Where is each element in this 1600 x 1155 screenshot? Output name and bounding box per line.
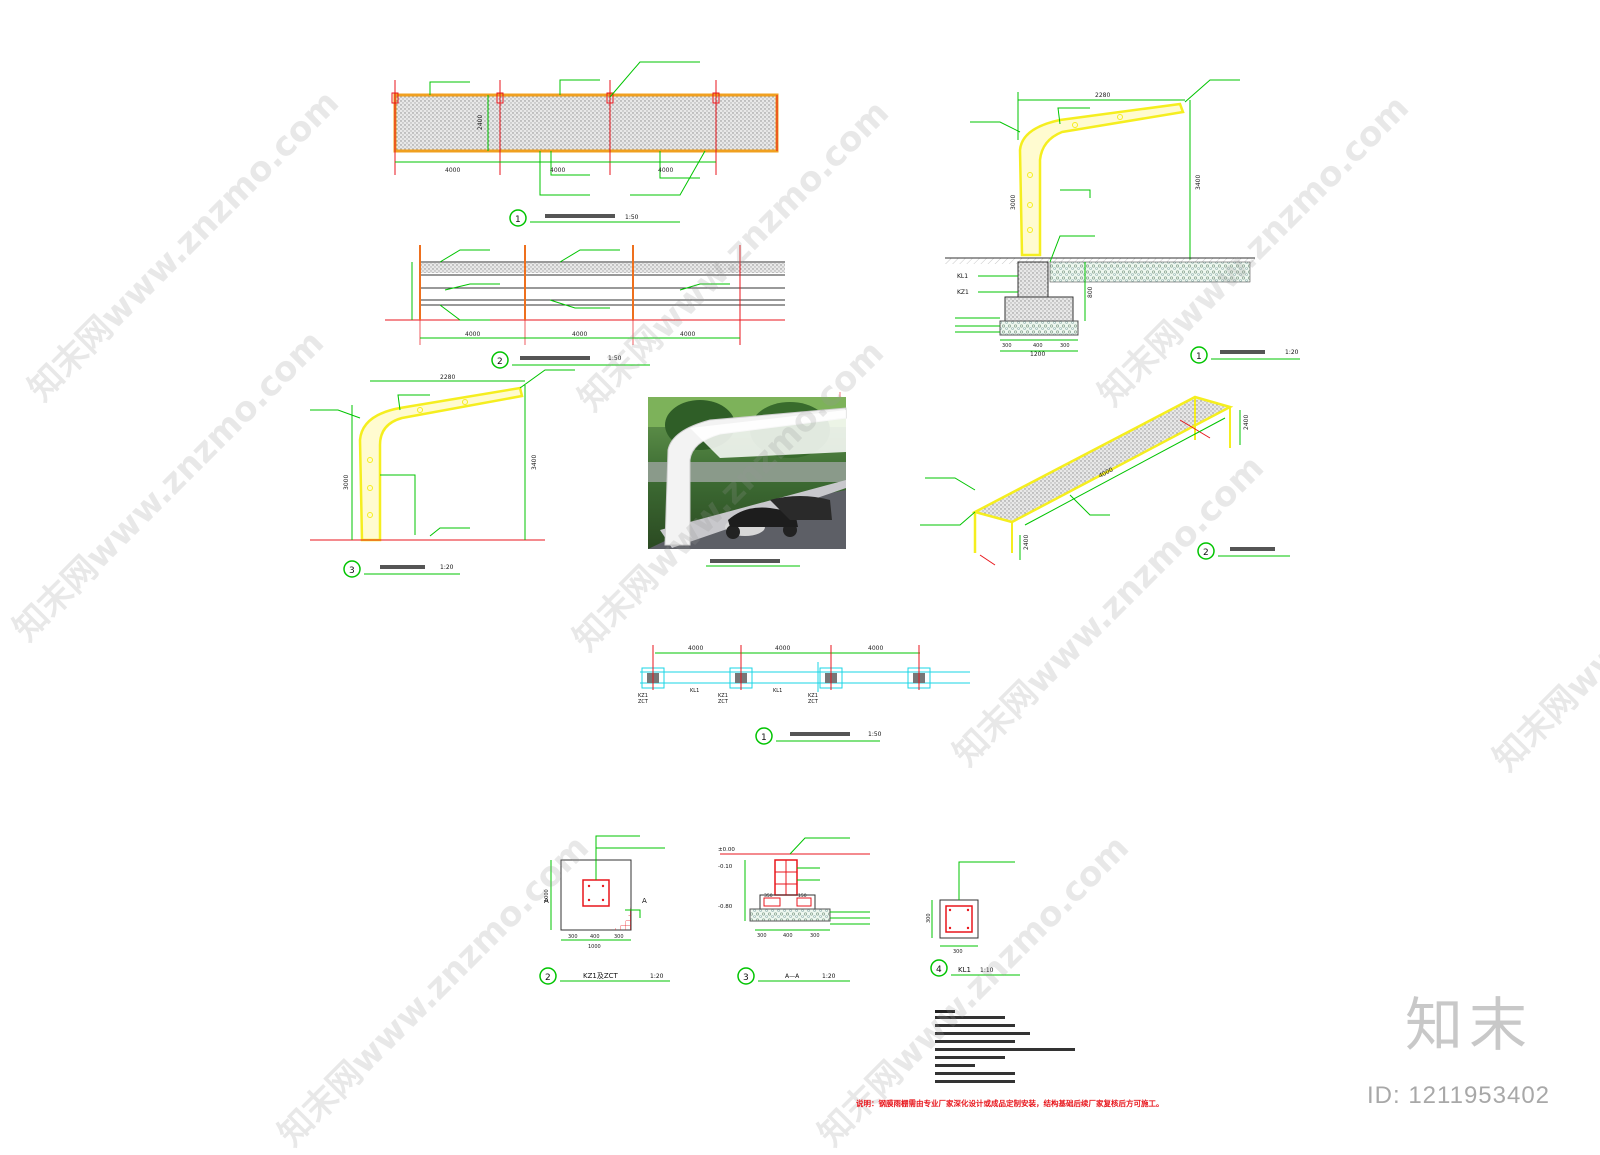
canopy-side-elevation: 2280 3400 3000 3 1:20	[310, 369, 575, 578]
kz-number: 2	[545, 973, 551, 983]
aa-section-detail: ±0.00 -0.10 -0.80 300 400 300 350 150 3 …	[718, 837, 870, 985]
fp-dim-c: 4000	[868, 645, 883, 652]
kl-dim-300h: 300	[953, 949, 963, 955]
fp-zct-c: ZCT	[808, 699, 819, 705]
plan-scale: 1:50	[625, 214, 639, 221]
fp-kz1-b: KZ1	[718, 693, 728, 699]
elev-dim-a: 4000	[465, 331, 480, 338]
aa-scale: 1:20	[822, 973, 836, 980]
canopy-front-elevation: 4000 4000 4000 2 1:50	[385, 245, 785, 369]
side-number: 1	[1196, 352, 1202, 362]
fp-kz1-a: KZ1	[638, 693, 648, 699]
axo-number: 2	[1203, 548, 1209, 558]
aa-level-010: -0.10	[718, 864, 733, 870]
canopy-render-image	[648, 392, 847, 567]
foundation-plan: 4000 4000 4000 KZ1 ZCT KZ1 ZCT KZ1 ZCT K…	[638, 645, 970, 745]
dim-4000-a: 4000	[445, 167, 460, 174]
aa-level-080: -0.80	[718, 904, 733, 910]
aa-title: A—A	[785, 973, 800, 980]
general-notes	[935, 1010, 1075, 1083]
found-dim-400: 400	[1033, 343, 1043, 349]
fp-zct-a: ZCT	[638, 699, 649, 705]
fp-kl1-b: KL1	[773, 688, 782, 694]
elev-dim-c: 4000	[680, 331, 695, 338]
aa-dim-400: 400	[783, 933, 793, 939]
asset-id: ID: 1211953402	[1367, 1082, 1551, 1109]
dim-4000-b: 4000	[550, 167, 565, 174]
kz-title: KZ1及ZCT	[583, 972, 619, 980]
kz-section-a-right: A	[642, 897, 647, 905]
footer-note: 说明：钢膜雨棚需由专业厂家深化设计或成品定制安装，结构基础后续厂家复核后方可施工…	[856, 1099, 1164, 1108]
aa-dim-150: 150	[798, 893, 807, 899]
plan-number: 1	[515, 215, 521, 225]
kl1-beam-detail: 300 300 4 KL1 1:10	[926, 861, 1020, 977]
kl-title: KL1	[958, 966, 971, 974]
fp-dim-a: 4000	[688, 645, 703, 652]
side-dim-3400: 3400	[1195, 175, 1202, 190]
found-dim-300b: 300	[1060, 343, 1070, 349]
kz-dim-400: 400	[590, 934, 600, 940]
side-dim-2280: 2280	[1095, 92, 1110, 99]
label-kz1: KZ1	[957, 289, 969, 296]
fp-kz1-c: KZ1	[808, 693, 818, 699]
se-scale: 1:20	[440, 564, 454, 571]
dim-4000-c: 4000	[658, 167, 673, 174]
side-dim-3000: 3000	[1010, 195, 1017, 210]
fp-kl1-a: KL1	[690, 688, 699, 694]
fp-scale: 1:50	[868, 731, 882, 738]
side-scale: 1:20	[1285, 349, 1299, 356]
aa-number: 3	[743, 973, 749, 983]
kz1-zct-detail: 300 400 300 1000 1000 A A 2 KZ1及ZCT 1:20	[539, 835, 670, 985]
kz-dim-1000: 1000	[588, 944, 601, 950]
aa-dim-350a: 350	[764, 893, 773, 899]
se-number: 3	[349, 566, 355, 576]
aa-dim-300b: 300	[810, 933, 820, 939]
found-dim-300: 300	[1002, 343, 1012, 349]
se-dim-2280: 2280	[440, 374, 455, 381]
canopy-side-section: 2280 3400 3000 800 300 400 300 1200 KL1 …	[945, 79, 1300, 364]
brand-logo: 知末	[1405, 991, 1534, 1059]
fp-number: 1	[761, 733, 767, 743]
kz-dim-300a: 300	[568, 934, 578, 940]
kl-scale: 1:10	[980, 967, 994, 974]
canopy-plan: 4000 4000 4000 2400 1 1:50	[391, 61, 779, 227]
elev-dim-b: 4000	[572, 331, 587, 338]
se-dim-3000: 3000	[343, 475, 350, 490]
kz-scale: 1:20	[650, 973, 664, 980]
aa-level-000: ±0.00	[718, 847, 735, 853]
fp-dim-b: 4000	[775, 645, 790, 652]
se-dim-3400: 3400	[531, 455, 538, 470]
kl-dim-300v: 300	[926, 913, 932, 923]
found-dim-1200: 1200	[1030, 351, 1045, 358]
found-dim-800: 800	[1087, 286, 1094, 298]
dim-2400-plan: 2400	[477, 115, 484, 130]
kz-section-a-left: A	[544, 897, 549, 905]
label-kl1: KL1	[957, 273, 968, 280]
fp-zct-b: ZCT	[718, 699, 729, 705]
axo-dim-2400: 2400	[1243, 415, 1250, 430]
kz-dim-300b: 300	[614, 934, 624, 940]
drawing-sheet: 4000 4000 4000 2400 1 1:50 4000 4000	[310, 61, 1300, 1083]
kz-dim-1000v: 1000	[544, 889, 550, 902]
aa-dim-300a: 300	[757, 933, 767, 939]
axo-dim-2400b: 2400	[1023, 535, 1030, 550]
elev-scale: 1:50	[608, 355, 622, 362]
canopy-axonometric: 2400 4000 2400 2	[920, 395, 1290, 566]
kl-number: 4	[936, 965, 942, 975]
elev-number: 2	[497, 357, 503, 367]
